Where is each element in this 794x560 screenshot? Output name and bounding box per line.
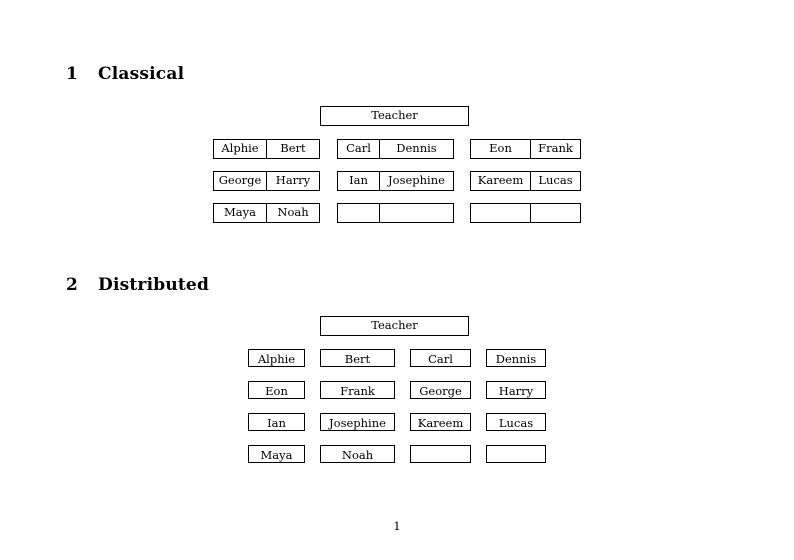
student-box: Carl <box>410 349 471 367</box>
student-box <box>486 445 546 463</box>
table-row: Ian Josephine <box>337 171 455 191</box>
student-box: Alphie <box>248 349 305 367</box>
table-row: Alphie Bert <box>213 139 320 159</box>
table-row <box>469 203 581 223</box>
table-row <box>337 203 455 223</box>
section-heading-distributed: 2 Distributed <box>66 275 209 295</box>
page-number: 1 <box>393 519 401 533</box>
distributed-teacher-box: Teacher <box>320 316 469 336</box>
student-box: Maya <box>248 445 305 463</box>
table-row: Teacher <box>320 106 469 126</box>
student-box: Noah <box>320 445 395 463</box>
table-row: Kareem Lucas <box>469 171 581 191</box>
student-box: Eon <box>248 381 305 399</box>
student-cell: Carl <box>337 139 380 159</box>
student-cell <box>337 203 380 223</box>
student-cell: Harry <box>266 171 320 191</box>
teacher-cell: Teacher <box>320 316 469 336</box>
student-box: Bert <box>320 349 395 367</box>
student-cell: Frank <box>530 139 581 159</box>
student-cell: George <box>213 171 267 191</box>
student-box <box>410 445 471 463</box>
section-number: 1 <box>66 64 79 84</box>
student-cell: Kareem <box>469 171 532 191</box>
table-row: Carl Dennis <box>337 139 455 159</box>
classical-teacher-box: Teacher <box>320 106 469 126</box>
student-cell: Eon <box>469 139 532 159</box>
student-cell <box>530 203 581 223</box>
section-number: 2 <box>66 275 79 295</box>
teacher-cell: Teacher <box>320 106 469 126</box>
student-cell: Noah <box>266 203 320 223</box>
student-cell: Maya <box>213 203 267 223</box>
student-cell: Dennis <box>378 139 455 159</box>
student-cell: Bert <box>266 139 320 159</box>
section-title: Distributed <box>98 275 210 295</box>
student-box: Josephine <box>320 413 395 431</box>
section-title: Classical <box>98 64 185 84</box>
student-box: Harry <box>486 381 546 399</box>
student-cell <box>469 203 532 223</box>
student-box: Ian <box>248 413 305 431</box>
student-box: George <box>410 381 471 399</box>
student-cell <box>378 203 455 223</box>
student-cell: Josephine <box>378 171 455 191</box>
table-row: Teacher <box>320 316 469 336</box>
student-box: Dennis <box>486 349 546 367</box>
student-cell: Alphie <box>213 139 267 159</box>
student-cell: Ian <box>337 171 380 191</box>
student-box: Kareem <box>410 413 471 431</box>
student-cell: Lucas <box>530 171 581 191</box>
table-row: Eon Frank <box>469 139 581 159</box>
table-row: George Harry <box>213 171 320 191</box>
student-box: Lucas <box>486 413 546 431</box>
student-box: Frank <box>320 381 395 399</box>
table-row: Maya Noah <box>213 203 320 223</box>
section-heading-classical: 1 Classical <box>66 64 184 84</box>
